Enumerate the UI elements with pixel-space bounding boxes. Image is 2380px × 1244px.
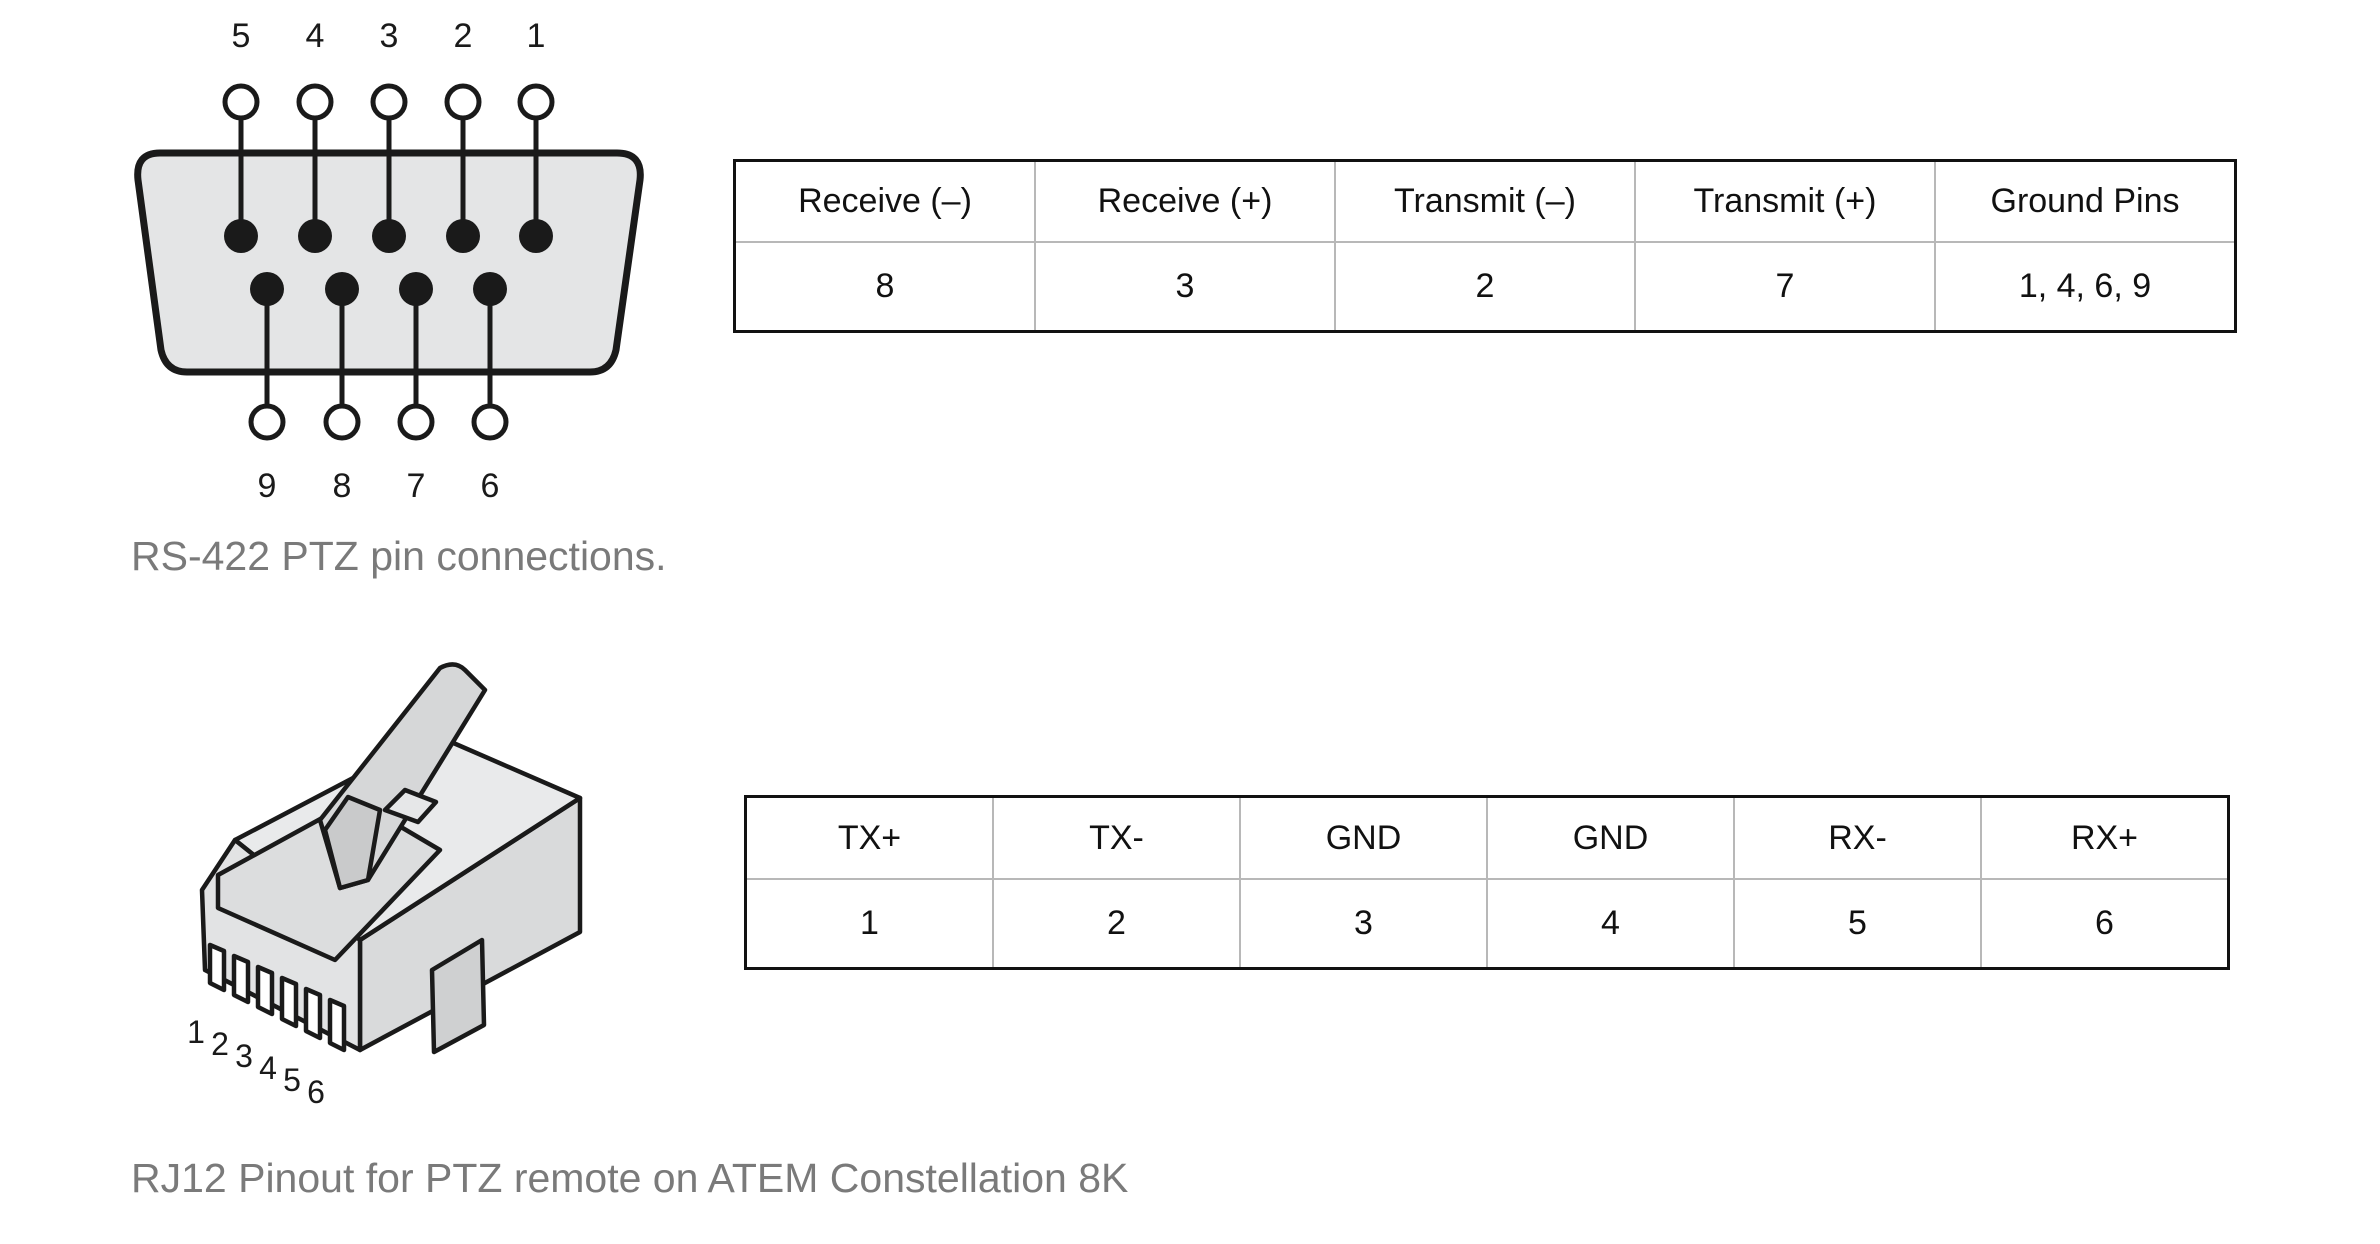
table-row: 1 2 3 4 5 6	[744, 878, 2230, 970]
table-row: 8 3 2 7 1, 4, 6, 9	[733, 241, 2237, 333]
rj12-pin-label: 6	[307, 1074, 325, 1110]
db9-top-pin-label: 4	[306, 17, 325, 55]
table-cell: 3	[1239, 878, 1488, 970]
table-cell: 2	[1334, 241, 1636, 333]
db9-top-leads	[238, 116, 539, 236]
rj12-latch-side	[322, 794, 383, 891]
table-cell: 1, 4, 6, 9	[1934, 241, 2237, 333]
table-cell: 4	[1486, 878, 1735, 970]
db9-bottom-pin-label: 7	[407, 467, 426, 505]
table-cell: 2	[992, 878, 1241, 970]
rj12-pin-label: 3	[235, 1038, 253, 1074]
table-header-cell: Ground Pins	[1934, 159, 2237, 243]
table-header-cell: Transmit (+)	[1634, 159, 1936, 243]
table-header-row: TX+ TX- GND GND RX- RX+	[744, 795, 2230, 880]
rj12-pin-label: 4	[259, 1050, 277, 1086]
db9-bottom-leads	[264, 289, 493, 405]
rj12-pin-label: 1	[187, 1014, 205, 1050]
db9-bottom-pin-label: 9	[258, 467, 277, 505]
db9-connector-body	[134, 149, 644, 376]
db9-bottom-pin-label: 8	[333, 467, 352, 505]
db9-top-pin-label: 1	[527, 17, 546, 55]
table-header-cell: Transmit (–)	[1334, 159, 1636, 243]
db9-connector-diagram: 5 4 3 2 1 9 8 7 6	[134, 17, 644, 505]
db9-bottom-pin-label: 6	[481, 467, 500, 505]
table-header-cell: TX-	[992, 795, 1241, 880]
table-header-cell: RX-	[1733, 795, 1982, 880]
table-header-row: Receive (–) Receive (+) Transmit (–) Tra…	[733, 159, 2237, 243]
rj12-latch-tip	[382, 787, 439, 825]
db9-top-pin-label: 3	[380, 17, 399, 55]
rj12-caption: RJ12 Pinout for PTZ remote on ATEM Const…	[131, 1155, 1129, 1201]
table-header-cell: RX+	[1980, 795, 2230, 880]
db9-top-terminals	[222, 83, 555, 121]
table-cell: 1	[744, 878, 994, 970]
db9-pins	[224, 219, 553, 306]
db9-bottom-terminals	[248, 403, 509, 441]
rj12-pin-label: 5	[283, 1062, 301, 1098]
rs422-pin-table: Receive (–) Receive (+) Transmit (–) Tra…	[733, 159, 2237, 333]
table-cell: 3	[1034, 241, 1336, 333]
table-header-cell: GND	[1486, 795, 1735, 880]
table-header-cell: Receive (–)	[733, 159, 1036, 243]
table-header-cell: Receive (+)	[1034, 159, 1336, 243]
table-header-cell: GND	[1239, 795, 1488, 880]
db9-caption: RS-422 PTZ pin connections.	[131, 533, 667, 579]
rj12-pin-label: 2	[211, 1026, 229, 1062]
table-cell: 5	[1733, 878, 1982, 970]
table-cell: 8	[733, 241, 1036, 333]
rj12-contacts	[207, 942, 347, 1053]
table-header-cell: TX+	[744, 795, 994, 880]
table-cell: 7	[1634, 241, 1936, 333]
rj12-pin-table: TX+ TX- GND GND RX- RX+ 1 2 3 4 5 6	[744, 795, 2230, 970]
rj12-connector-diagram: 1 2 3 4 5 6	[187, 662, 583, 1110]
db9-top-pin-label: 5	[232, 17, 251, 55]
db9-top-pin-label: 2	[454, 17, 473, 55]
table-cell: 6	[1980, 878, 2230, 970]
rj12-side-notch	[429, 937, 487, 1055]
